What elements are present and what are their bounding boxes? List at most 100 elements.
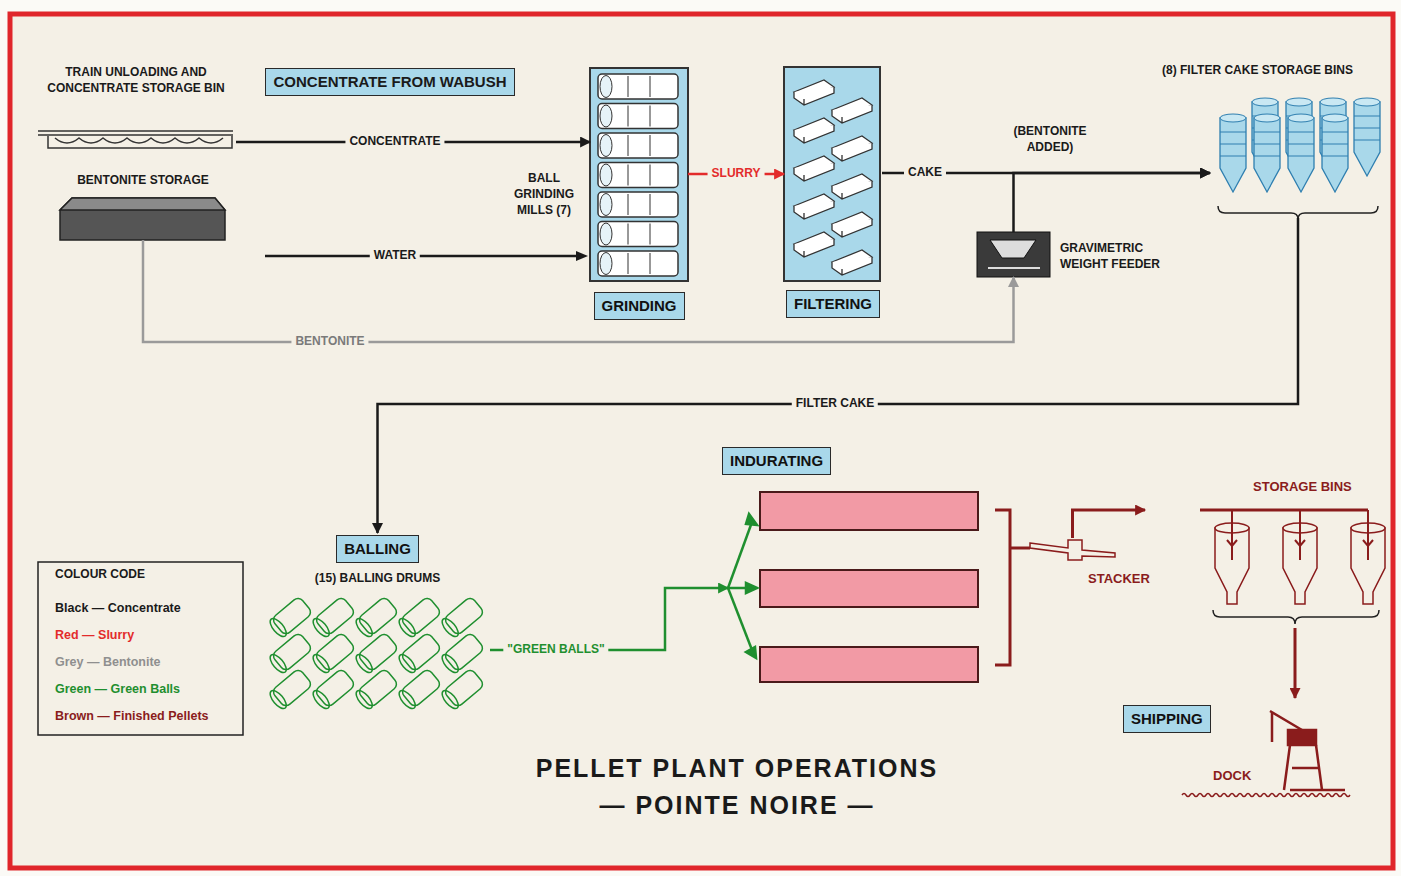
ball-mills xyxy=(600,194,612,216)
section-label: GRINDING xyxy=(594,292,685,320)
filter-cake-bins xyxy=(1220,132,1246,156)
legend-text: Green — Green Balls xyxy=(55,682,180,696)
filter-cake-bins xyxy=(1354,116,1380,140)
ball-mills xyxy=(628,135,650,156)
balling-drums xyxy=(400,632,442,672)
diagram-caption: — POINTE NOIRE — xyxy=(487,791,987,820)
filters xyxy=(832,181,872,199)
ball-mills xyxy=(598,192,678,217)
filter-cake-bins xyxy=(1286,98,1312,106)
balling-drums xyxy=(310,688,332,711)
ball-mills xyxy=(598,104,678,129)
weight-feeder: GRAVIMETRIC WEIGHT FEEDER xyxy=(977,232,1050,277)
ball-mills xyxy=(598,163,678,188)
balling-drums xyxy=(353,632,399,675)
legend-text: Black — Concentrate xyxy=(55,601,181,615)
frame xyxy=(10,14,1393,868)
filters xyxy=(794,87,834,105)
balling-drums xyxy=(396,652,418,675)
node-label: STORAGE BINS xyxy=(1253,478,1352,496)
node-label: BALL GRINDING MILLS (7) xyxy=(502,170,586,219)
ball-mills xyxy=(628,165,650,186)
balling-drums xyxy=(396,596,442,639)
flow-label: BENTONITE xyxy=(291,334,368,350)
concentrate-bin xyxy=(38,131,233,148)
flow-arrow xyxy=(378,218,1299,533)
mill-panel xyxy=(590,68,688,281)
balling-drums xyxy=(310,632,356,675)
ball-mills xyxy=(600,253,612,275)
ball-mills xyxy=(628,106,650,127)
filter-cake-bins xyxy=(1288,132,1314,156)
flow-arrow xyxy=(143,240,1014,342)
weight-feeder xyxy=(977,232,1050,277)
green-ball-split xyxy=(746,514,757,525)
balling-drums xyxy=(267,668,313,711)
diagram-title: PELLET PLANT OPERATIONS xyxy=(487,754,987,783)
dock-crane xyxy=(1270,711,1302,742)
ball-mills xyxy=(598,163,678,188)
filter-cake-bins xyxy=(1288,114,1314,122)
stacker: STACKER xyxy=(1030,538,1115,562)
flow-arrow xyxy=(1073,510,1146,538)
node-label: BENTONITE STORAGE xyxy=(58,172,228,188)
filters xyxy=(794,163,834,181)
flow-label: CONCENTRATE xyxy=(345,134,444,150)
balling-drums xyxy=(353,652,375,675)
section-label: CONCENTRATE FROM WABUSH xyxy=(265,68,514,96)
balling-drums xyxy=(353,596,399,639)
flow-label: SLURRY xyxy=(708,166,765,182)
balling-drums xyxy=(310,596,356,639)
balling-drums xyxy=(439,652,461,675)
ball-mills xyxy=(628,194,650,215)
water-arrow xyxy=(265,255,578,258)
filter-cake-bins xyxy=(1322,118,1348,192)
pellet-storage-bins xyxy=(1283,510,1317,604)
flow-arrow xyxy=(1014,173,1211,232)
section-label: INDURATING xyxy=(722,447,831,475)
indurating-furnaces: INDURATING xyxy=(722,447,1010,684)
storage-bins: (8) FILTER CAKE STORAGE BINS xyxy=(1210,60,1382,218)
legend-text: Red — Slurry xyxy=(55,628,134,642)
filters: FILTERING xyxy=(784,67,882,319)
balling-drums xyxy=(267,616,289,639)
furnace-bracket xyxy=(995,510,1010,665)
water-arrow xyxy=(576,251,588,261)
balling-drums xyxy=(267,652,289,675)
balling-drums xyxy=(353,616,375,639)
filters xyxy=(794,232,834,257)
balling-drums xyxy=(267,596,313,639)
ball-mills xyxy=(598,133,678,158)
water-arrow xyxy=(265,251,588,261)
legend-text: Grey — Bentonite xyxy=(55,655,161,669)
node-label: DOCK xyxy=(1213,767,1251,785)
balling-drums xyxy=(439,688,461,711)
stacker-symbol xyxy=(1030,540,1115,560)
furnaces xyxy=(760,570,978,607)
section-label: FILTERING xyxy=(786,290,880,318)
furnaces xyxy=(760,492,978,530)
legend-swatch: Brown — Finished Pellets xyxy=(55,709,209,723)
balling-drums xyxy=(267,596,485,711)
balling-drums xyxy=(439,668,485,711)
green-ball-split xyxy=(746,583,757,593)
filter-cake-bins xyxy=(1354,98,1380,176)
flow-label: FILTER CAKE xyxy=(792,396,878,412)
weight-feeder xyxy=(977,232,1050,277)
flow-label: CAKE xyxy=(904,165,946,181)
grinding-mills: BALL GRINDING MILLS (7)GRINDING xyxy=(590,68,688,320)
filters xyxy=(794,80,834,105)
filters xyxy=(794,125,834,143)
filters xyxy=(794,201,834,219)
ball-mills xyxy=(600,76,612,98)
ball-mills xyxy=(598,251,678,276)
balling-drums xyxy=(314,596,356,636)
ball-mills xyxy=(598,192,678,217)
filter-cake-bins xyxy=(1288,114,1314,192)
filter-cake-bins xyxy=(1220,98,1380,192)
section-label: BALLING xyxy=(336,535,419,563)
legend-heading: COLOUR CODE xyxy=(55,567,145,583)
balling-drums xyxy=(310,652,332,675)
balling-drums xyxy=(353,668,399,711)
pellet-storage-bins xyxy=(1351,510,1385,604)
